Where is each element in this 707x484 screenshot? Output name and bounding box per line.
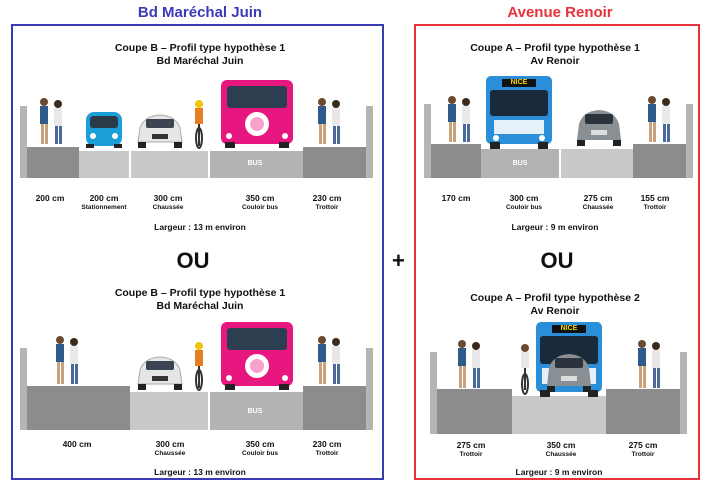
plus-sign: + bbox=[392, 248, 405, 273]
sidewalk-left bbox=[437, 389, 512, 434]
car-icon bbox=[86, 112, 122, 148]
bus-lane bbox=[210, 392, 303, 430]
left-panel-title: Bd Maréchal Juin bbox=[137, 4, 263, 21]
lane-marking bbox=[208, 151, 210, 178]
wall-left bbox=[20, 106, 27, 178]
cyclist-icon bbox=[195, 100, 203, 149]
sidewalk-left bbox=[27, 386, 130, 430]
sidewalk-left bbox=[431, 144, 481, 178]
car-icon bbox=[547, 354, 591, 392]
bus-destination-sign: NICE bbox=[510, 79, 528, 86]
sidewalk-right bbox=[633, 144, 686, 178]
wall-right bbox=[366, 106, 373, 178]
wall-left bbox=[424, 104, 431, 178]
pedestrian-icon bbox=[318, 98, 340, 144]
bus-lane-marking: BUS bbox=[247, 160, 263, 167]
dimension-label: 170 cm bbox=[441, 193, 471, 203]
bus-destination-sign: NICE bbox=[560, 325, 578, 332]
car-icon bbox=[577, 110, 621, 146]
sidewalk-right bbox=[606, 389, 680, 434]
cyclist-icon bbox=[521, 344, 529, 395]
section-title: Coupe B – Profil type hypothèse 1 Bd Mar… bbox=[114, 42, 286, 67]
roadway bbox=[561, 149, 633, 178]
section-title: Coupe B – Profil type hypothèse 1 Bd Mar… bbox=[114, 287, 286, 312]
roadway bbox=[512, 396, 606, 434]
right-panel-title: Avenue Renoir bbox=[507, 4, 613, 21]
right-panel bbox=[414, 24, 700, 480]
wall-right bbox=[686, 104, 693, 178]
bus-lane-marking: BUS bbox=[247, 408, 263, 415]
or-label: OU bbox=[176, 248, 210, 273]
roadway bbox=[130, 392, 208, 430]
or-label: OU bbox=[540, 248, 574, 273]
width-label: Largeur : 13 m environ bbox=[154, 467, 246, 477]
wall-right bbox=[366, 348, 373, 430]
section-title: Coupe A – Profil type hypothèse 1 Av Ren… bbox=[470, 42, 640, 67]
width-label: Largeur : 9 m environ bbox=[511, 222, 599, 232]
pedestrian-icon bbox=[318, 336, 340, 384]
pedestrian-icon bbox=[40, 98, 62, 144]
sidewalk-right bbox=[303, 147, 366, 178]
lane-marking bbox=[208, 392, 210, 430]
section-title: Coupe A – Profil type hypothèse 2 Av Ren… bbox=[470, 292, 640, 317]
pedestrian-icon bbox=[448, 96, 470, 142]
parking-lane bbox=[79, 151, 129, 178]
bus-icon bbox=[221, 80, 293, 148]
dimension-label: 200 cm bbox=[35, 193, 65, 203]
car-icon bbox=[137, 356, 183, 390]
left-panel bbox=[11, 24, 384, 480]
pedestrian-icon bbox=[648, 96, 670, 142]
pedestrian-icon bbox=[638, 340, 660, 388]
bus-lane bbox=[210, 151, 303, 178]
bus-icon bbox=[486, 76, 552, 149]
cyclist-icon bbox=[195, 342, 203, 391]
width-label: Largeur : 13 m environ bbox=[154, 222, 246, 232]
wall-left bbox=[430, 352, 437, 434]
lane-marking bbox=[129, 151, 131, 178]
bus-lane-marking: BUS bbox=[512, 160, 528, 167]
roadway bbox=[131, 151, 208, 178]
pedestrian-icon bbox=[56, 336, 78, 384]
dimension-label: 400 cm bbox=[62, 439, 92, 449]
wall-right bbox=[680, 352, 687, 434]
sidewalk-right bbox=[303, 386, 366, 430]
wall-left bbox=[20, 348, 27, 430]
bus-icon bbox=[221, 322, 293, 390]
bus-lane bbox=[481, 149, 559, 178]
pedestrian-icon bbox=[458, 340, 480, 388]
lane-marking bbox=[559, 149, 561, 178]
car-icon bbox=[137, 114, 183, 148]
width-label: Largeur : 9 m environ bbox=[515, 467, 603, 477]
sidewalk-left bbox=[27, 147, 79, 178]
